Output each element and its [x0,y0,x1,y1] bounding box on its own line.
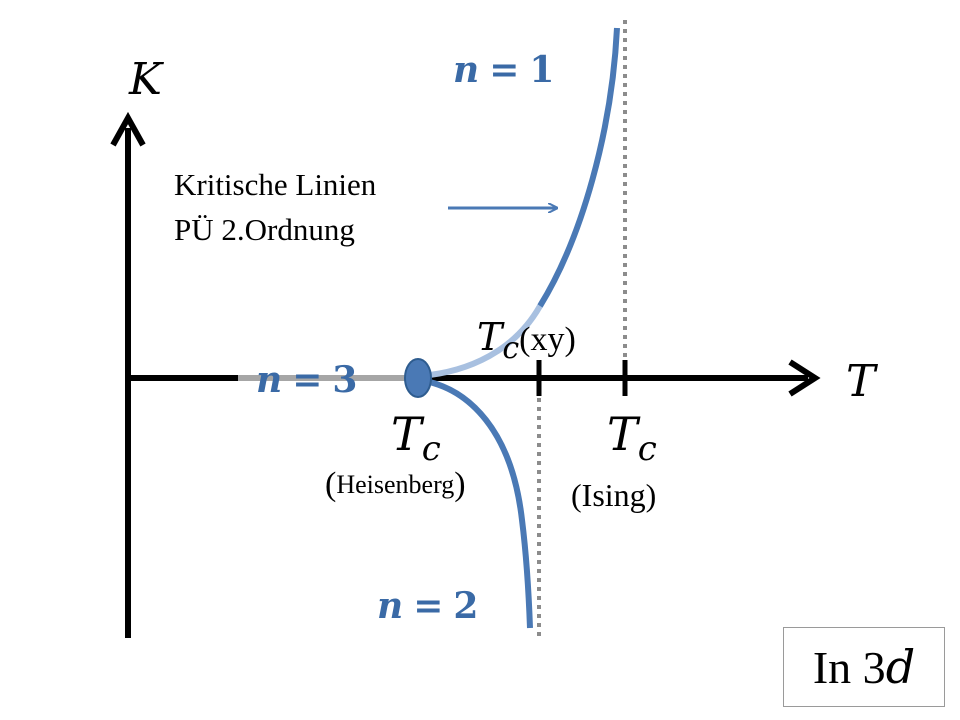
annotation-line-2: PÜ 2.Ordnung [174,212,355,247]
n2-label: n=2 [377,585,478,627]
tc-heisenberg-symbol: Tc [391,407,441,469]
dimension-variable: d [885,640,916,694]
n1-curve [537,27,620,308]
tc-ising-name: (Ising) [571,477,656,513]
tc-ising-symbol: Tc [607,407,657,469]
t-axis-arrowhead [788,359,821,397]
annotation-line-1: Kritische Linien [174,167,377,202]
n1-label: n=1 [453,49,554,91]
n3-label: n=3 [256,359,357,401]
t-axis-label: T [846,356,879,407]
dimension-prefix: In 3 [812,641,886,693]
heisenberg-point [404,358,432,398]
k-axis-arrowhead [110,111,146,147]
tc-xy-label: Tc(xy) [477,315,576,366]
n1-curve-light [419,304,543,379]
k-axis-label: K [128,54,164,105]
n2-curve [419,377,533,629]
tc-heisenberg-name: (Heisenberg) [325,466,466,503]
